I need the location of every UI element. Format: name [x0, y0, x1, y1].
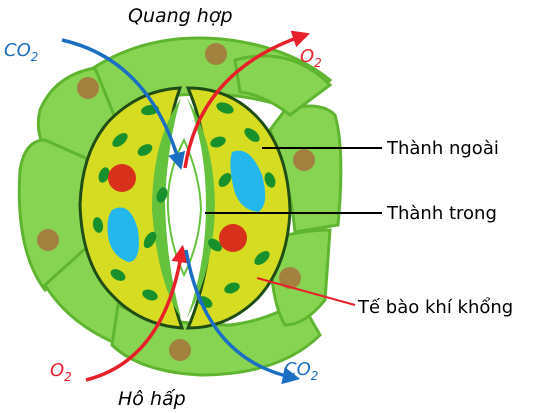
co2-out-arrow [184, 249, 301, 385]
inner-wall-left [152, 98, 181, 318]
chloroplast [264, 172, 276, 188]
epidermal-nuclei [37, 43, 315, 361]
nucleus-guard-left [108, 164, 136, 192]
o2-in-arrow [85, 244, 189, 382]
o2-label-top: O2 [300, 46, 322, 70]
nucleus-guard-right [219, 224, 247, 252]
co2-in-arrow [61, 38, 186, 171]
chloroplast [208, 238, 222, 252]
chloroplast [216, 102, 234, 114]
o2-label-bottom: O2 [50, 360, 72, 384]
chloroplast [110, 269, 126, 281]
co2-label-bottom: CO2 [284, 359, 318, 383]
photosynthesis-label: Quang hợp [128, 5, 233, 27]
chloroplast [254, 251, 270, 265]
nucleus-epidermal [279, 267, 301, 289]
vacuole-right [230, 150, 266, 212]
epidermal-cell-right-top [233, 54, 333, 117]
chloroplast [156, 187, 168, 203]
chloroplast [210, 136, 226, 148]
co2-label-top: CO2 [4, 40, 38, 64]
chloroplast [112, 133, 128, 147]
stomatal-pore [166, 137, 203, 278]
nucleus-epidermal [37, 229, 59, 251]
inner-wall-right [187, 98, 215, 318]
respiration-label: Hô hấp [118, 388, 186, 410]
vacuole-left [107, 207, 139, 262]
pointer-line-guard-cell [256, 277, 356, 306]
chloroplast [143, 231, 157, 249]
nucleus-epidermal [77, 77, 99, 99]
vacuoles [107, 150, 266, 262]
chloroplast [142, 289, 158, 301]
guard-nuclei [108, 164, 247, 252]
outer-wall-label: Thành ngoài [386, 138, 499, 159]
nucleus-epidermal [205, 43, 227, 65]
chloroplast [224, 282, 240, 294]
guard-cell-label: Tế bào khí khổng [357, 297, 513, 318]
o2-out-arrow [183, 30, 310, 169]
chloroplast [92, 217, 104, 233]
chloroplast [244, 128, 260, 142]
inner-walls [152, 98, 215, 318]
nucleus-epidermal [169, 339, 191, 361]
chloroplast [98, 167, 110, 183]
inner-wall-label: Thành trong [386, 203, 497, 224]
chloroplast [218, 173, 232, 187]
nucleus-epidermal [293, 149, 315, 171]
chloroplast [137, 144, 153, 156]
